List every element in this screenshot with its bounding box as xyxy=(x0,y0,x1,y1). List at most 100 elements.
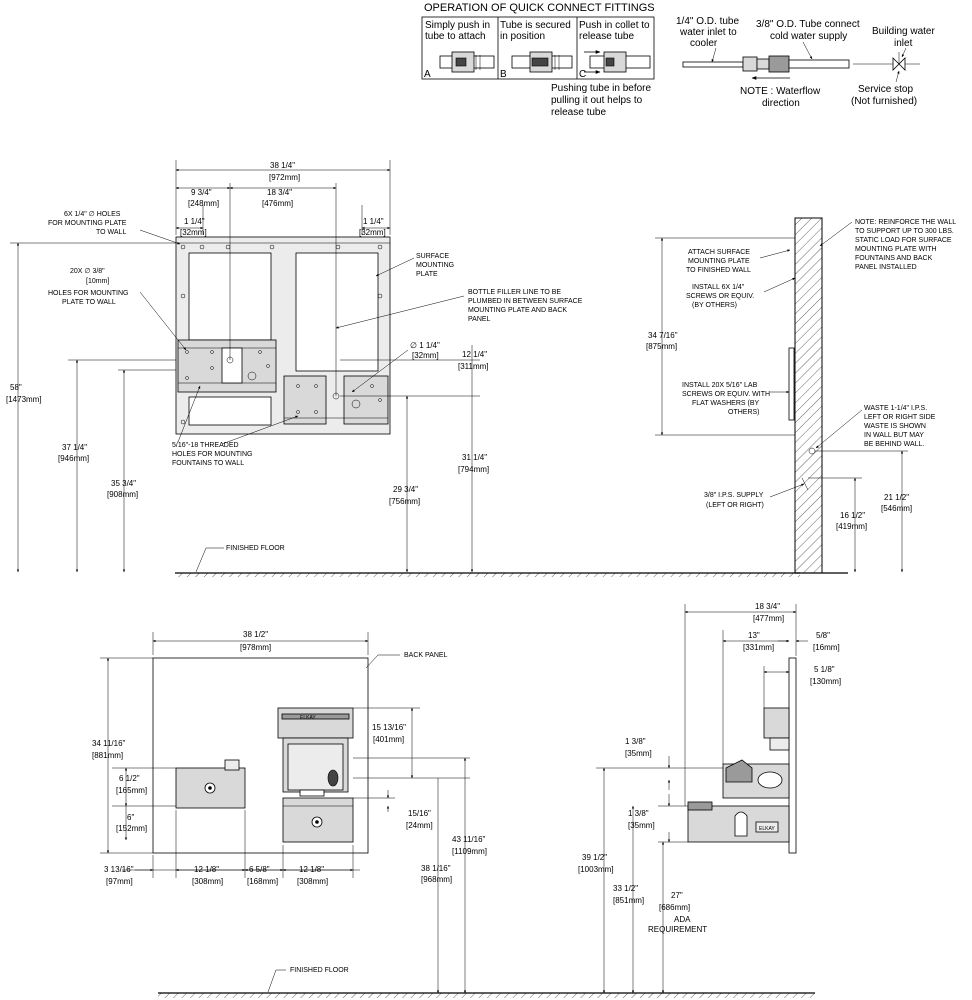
front-brand: ELKAY xyxy=(300,715,316,721)
side-fountain-lower: ELKAY xyxy=(687,801,790,843)
dim-h31: 31 1/4" xyxy=(462,453,487,462)
dim-w-a: 9 3/4" xyxy=(191,188,212,197)
flow-note-2: direction xyxy=(762,98,800,109)
dim-front-h6b: 6" xyxy=(127,813,134,822)
bracket-left xyxy=(177,339,277,393)
quick-connect-title: OPERATION OF QUICK CONNECT FITTINGS xyxy=(424,2,655,14)
bottle-note-1: BOTTLE FILLER LINE TO BE xyxy=(468,289,561,296)
supply-note-1: 3/8" I.P.S. SUPPLY xyxy=(704,492,764,499)
dim-front-h1516-mm: [24mm] xyxy=(406,821,433,830)
quick-connect-table xyxy=(421,16,655,80)
waste-note-5: BE BEHIND WALL. xyxy=(864,441,924,448)
bottle-note-4: PANEL xyxy=(468,316,491,323)
floor-label-bottom: FINISHED FLOOR xyxy=(290,967,349,974)
waste-note-2: LEFT OR RIGHT SIDE xyxy=(864,414,936,421)
dim-side-w13: 13" xyxy=(748,631,760,640)
wall-note-3: STATIC LOAD FOR SURFACE xyxy=(855,237,952,244)
dim-front-w12b-mm: [308mm] xyxy=(297,877,328,886)
push-note-2: pulling it out helps to xyxy=(551,95,643,106)
holes20-note-1: 20X ∅ 3/8" xyxy=(70,268,105,275)
bottle-filler-unit: ELKAY xyxy=(277,707,354,797)
holes-note-1: 6X 1/4" ∅ HOLES xyxy=(64,211,121,218)
dim-side-w18-mm: [477mm] xyxy=(753,614,784,623)
holes20-note-3: HOLES FOR MOUNTING xyxy=(48,290,129,297)
dim-h35: 35 3/4" xyxy=(111,479,136,488)
push-note-3: release tube xyxy=(551,107,606,118)
dim-wall-h21: 21 1/2" xyxy=(884,493,909,502)
service-stop-label-2: (Not furnished) xyxy=(851,96,917,107)
step-c-text-1: Push in collet to xyxy=(579,20,650,31)
dim-side-w5: 5 1/8" xyxy=(814,665,835,674)
bracket-right xyxy=(283,375,389,425)
dim-w-b: 18 3/4" xyxy=(267,188,292,197)
dim-side-h33: 33 1/2" xyxy=(613,884,638,893)
dim-side-h1a: 1 3/8" xyxy=(625,737,646,746)
dim-front-h6a: 6 1/2" xyxy=(119,774,140,783)
fitting-b-illustration xyxy=(511,51,573,73)
dim-front-w6-mm: [168mm] xyxy=(247,877,278,886)
wall-note-6: PANEL INSTALLED xyxy=(855,264,917,271)
supply-note-2: (LEFT OR RIGHT) xyxy=(706,502,764,509)
front-elevation: ELKAY 38 1/2" [978mm] BACK PANEL xyxy=(92,630,815,998)
flow-note-1: NOTE : Waterflow xyxy=(740,86,821,97)
inlet-diagram: 1/4" O.D. tube water inlet to cooler 3/8… xyxy=(676,16,935,109)
dim-wall-h34: 34 7/16" xyxy=(648,331,678,340)
tube38-label-1: 3/8" O.D. Tube connect xyxy=(756,19,860,30)
step-b-text-2: in position xyxy=(500,31,545,42)
push-note-1: Pushing tube in before xyxy=(551,83,652,94)
dim-h37-mm: [946mm] xyxy=(58,454,89,463)
bottle-note-3: MOUNTING PLATE AND BACK xyxy=(468,307,567,314)
dim-h12-mm: [311mm] xyxy=(458,362,489,371)
bottle-note-2: PLUMBED IN BETWEEN SURFACE xyxy=(468,298,583,305)
dim-front-h1516: 15/16" xyxy=(408,809,431,818)
step-a-text-2: tube to attach xyxy=(425,31,486,42)
dim-w-c: 1 1/4" xyxy=(184,217,205,226)
dim-w-b-mm: [476mm] xyxy=(262,199,293,208)
dim-front-w12b: 12 1/8" xyxy=(299,865,324,874)
wall-section: NOTE: REINFORCE THE WALL TO SUPPORT UP T… xyxy=(646,217,956,574)
dim-side-h1a-mm: [35mm] xyxy=(625,749,652,758)
dia-note: ∅ 1 1/4" xyxy=(410,341,440,350)
dim-front-h43-mm: [1109mm] xyxy=(452,847,487,856)
dim-front-w12a-mm: [308mm] xyxy=(192,877,223,886)
service-stop-label-1: Service stop xyxy=(858,84,913,95)
side-fountain-upper xyxy=(722,759,790,799)
dim-side-h1b-mm: [35mm] xyxy=(628,821,655,830)
side-brand: ELKAY xyxy=(759,826,775,832)
holes-note-2: FOR MOUNTING PLATE xyxy=(48,220,127,227)
install20-note-4: OTHERS) xyxy=(728,409,760,416)
dim-side-w18: 18 3/4" xyxy=(755,602,780,611)
dim-side-w58: 5/8" xyxy=(816,631,830,640)
dim-side-w13-mm: [331mm] xyxy=(743,643,774,652)
dim-h29: 29 3/4" xyxy=(393,485,418,494)
building-inlet-label-2: inlet xyxy=(894,38,913,49)
step-b-text-1: Tube is secured xyxy=(500,20,571,31)
dim-front-w38-mm: [978mm] xyxy=(240,643,271,652)
dim-wall-h21-mm: [546mm] xyxy=(881,504,912,513)
waste-note-1: WASTE 1-1/4" I.P.S. xyxy=(864,405,927,412)
side-bottle-filler xyxy=(763,707,790,751)
dim-side-h39: 39 1/2" xyxy=(582,853,607,862)
wall-note-5: FOUNTAINS AND BACK xyxy=(855,255,933,262)
threaded-note-2: HOLES FOR MOUNTING xyxy=(172,451,253,458)
dia-note-mm: [32mm] xyxy=(412,351,439,360)
dim-w-a-mm: [248mm] xyxy=(188,199,219,208)
dim-wall-h16-mm: [419mm] xyxy=(836,522,867,531)
dim-front-h38-mm: [968mm] xyxy=(421,875,452,884)
tube38-label-2: cold water supply xyxy=(770,31,847,42)
surface-note-1: SURFACE xyxy=(416,253,449,260)
dim-h37: 37 1/4" xyxy=(62,443,87,452)
dim-front-w38: 38 1/2" xyxy=(243,630,268,639)
surface-note-3: PLATE xyxy=(416,271,438,278)
dim-wall-h16: 16 1/2" xyxy=(840,511,865,520)
dim-front-h34-mm: [881mm] xyxy=(92,751,123,760)
install20-note-3: FLAT WASHERS (BY xyxy=(692,400,759,407)
dim-plate-width-mm: [972mm] xyxy=(269,173,300,182)
install6-note-1: INSTALL 6X 1/4" xyxy=(692,284,745,291)
dim-front-h6b-mm: [152mm] xyxy=(116,824,147,833)
install20-note-2: SCREWS OR EQUIV. WITH xyxy=(682,391,770,398)
dim-side-h39-mm: [1003mm] xyxy=(578,865,614,874)
dim-front-h15: 15 13/16" xyxy=(372,723,406,732)
back-panel-label: BACK PANEL xyxy=(404,652,448,659)
step-c-text-2: release tube xyxy=(579,31,634,42)
